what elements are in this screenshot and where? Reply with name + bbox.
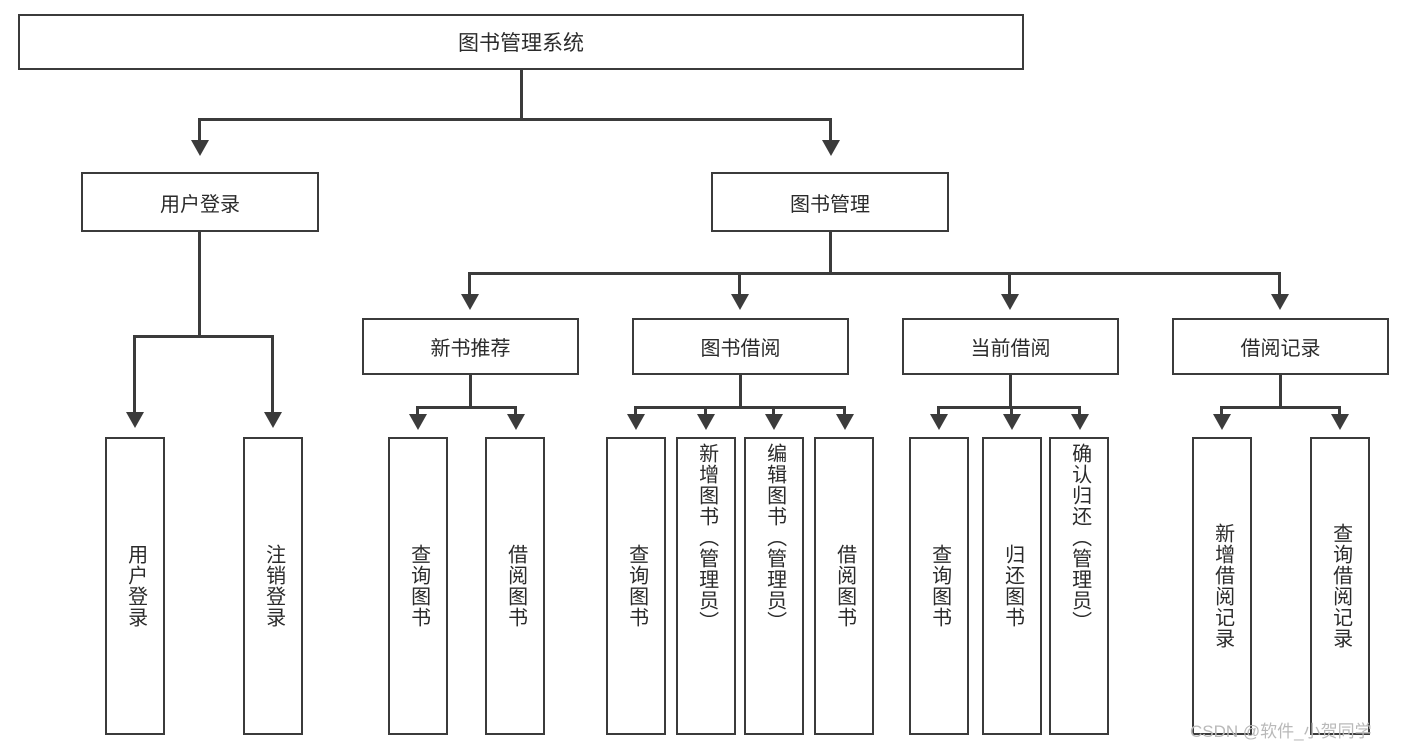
- leaf-add-book-admin-label: 新增图书（管理员）: [695, 443, 718, 632]
- arrow-root-to-login: [191, 140, 209, 156]
- leaf-add-book-admin[interactable]: 新增图书（管理员）: [676, 437, 736, 735]
- connector-bookmgmt-stem: [829, 232, 832, 274]
- connector-root-bus: [198, 118, 831, 121]
- leaf-confirm-return-admin-label: 确认归还（管理员）: [1068, 443, 1091, 632]
- connector-current-drop-2: [1010, 406, 1013, 418]
- node-book-borrow-label: 图书借阅: [700, 338, 781, 360]
- connector-newbook-bus: [416, 406, 517, 409]
- arrow-record-leaf-2: [1331, 414, 1349, 430]
- node-root-label: 图书管理系统: [458, 32, 584, 55]
- connector-current-drop-3: [1078, 406, 1081, 418]
- arrow-borrow-leaf-2: [697, 414, 715, 430]
- arrow-record-leaf-1: [1213, 414, 1231, 430]
- connector-bookmgmt-drop-2: [738, 272, 741, 297]
- connector-current-bus: [937, 406, 1081, 409]
- leaf-borrow-book-label: 借阅图书: [833, 544, 856, 628]
- leaf-edit-book-admin-label: 编辑图书（管理员）: [763, 443, 786, 632]
- leaf-return-book[interactable]: 归还图书: [982, 437, 1042, 735]
- connector-root-to-bookmgmt: [829, 118, 832, 143]
- leaf-user-login[interactable]: 用户登录: [105, 437, 165, 735]
- leaf-confirm-return-admin[interactable]: 确认归还（管理员）: [1049, 437, 1109, 735]
- leaf-add-borrow-record-label: 新增借阅记录: [1211, 523, 1234, 649]
- leaf-query-book-borrow-label: 查询图书: [625, 544, 648, 628]
- leaf-query-book-current-label: 查询图书: [928, 544, 951, 628]
- arrow-login-leaf-1: [126, 412, 144, 428]
- connector-newbook-drop-1: [416, 406, 419, 418]
- connector-bookmgmt-bus: [468, 272, 1280, 275]
- leaf-query-book-recommend-label: 查询图书: [407, 544, 430, 628]
- leaf-borrow-book-recommend-label: 借阅图书: [504, 544, 527, 628]
- node-current-borrow[interactable]: 当前借阅: [902, 318, 1119, 375]
- arrow-bookmgmt-child-1: [461, 294, 479, 310]
- arrow-borrow-leaf-3: [765, 414, 783, 430]
- node-borrow-record-label: 借阅记录: [1240, 338, 1321, 360]
- connector-newbook-stem: [469, 375, 472, 408]
- connector-borrow-bus: [634, 406, 846, 409]
- connector-record-drop-2: [1338, 406, 1341, 418]
- connector-login-drop-2: [271, 335, 274, 415]
- leaf-user-login-label: 用户登录: [124, 544, 147, 628]
- csdn-watermark: CSDN @软件_小贺同学: [1190, 722, 1372, 741]
- node-root[interactable]: 图书管理系统: [18, 14, 1024, 70]
- connector-root-to-login: [198, 118, 201, 143]
- arrow-current-leaf-1: [930, 414, 948, 430]
- leaf-return-book-label: 归还图书: [1001, 544, 1024, 628]
- arrow-login-leaf-2: [264, 412, 282, 428]
- connector-login-drop-1: [133, 335, 136, 415]
- arrow-borrow-leaf-4: [836, 414, 854, 430]
- connector-current-drop-1: [937, 406, 940, 418]
- arrow-bookmgmt-child-3: [1001, 294, 1019, 310]
- arrow-current-leaf-2: [1003, 414, 1021, 430]
- leaf-query-borrow-record[interactable]: 查询借阅记录: [1310, 437, 1370, 735]
- arrow-bookmgmt-child-2: [731, 294, 749, 310]
- arrow-bookmgmt-child-4: [1271, 294, 1289, 310]
- connector-borrow-drop-4: [843, 406, 846, 418]
- node-book-management[interactable]: 图书管理: [711, 172, 949, 232]
- arrow-newbook-leaf-1: [409, 414, 427, 430]
- leaf-query-book-borrow[interactable]: 查询图书: [606, 437, 666, 735]
- arrow-borrow-leaf-1: [627, 414, 645, 430]
- connector-borrow-drop-3: [772, 406, 775, 418]
- node-user-login[interactable]: 用户登录: [81, 172, 319, 232]
- connector-login-stem: [198, 232, 201, 337]
- leaf-borrow-book[interactable]: 借阅图书: [814, 437, 874, 735]
- arrow-newbook-leaf-2: [507, 414, 525, 430]
- connector-bookmgmt-drop-1: [468, 272, 471, 297]
- leaf-query-book-current[interactable]: 查询图书: [909, 437, 969, 735]
- arrow-root-to-bookmgmt: [822, 140, 840, 156]
- leaf-edit-book-admin[interactable]: 编辑图书（管理员）: [744, 437, 804, 735]
- connector-newbook-drop-2: [514, 406, 517, 418]
- node-current-borrow-label: 当前借阅: [970, 338, 1051, 360]
- leaf-logout-label: 注销登录: [262, 544, 285, 628]
- leaf-logout[interactable]: 注销登录: [243, 437, 303, 735]
- connector-borrow-stem: [739, 375, 742, 408]
- node-new-book-recommend[interactable]: 新书推荐: [362, 318, 579, 375]
- connector-root-stem: [520, 70, 523, 120]
- node-user-login-label: 用户登录: [160, 193, 240, 216]
- node-book-management-label: 图书管理: [790, 193, 870, 216]
- leaf-add-borrow-record[interactable]: 新增借阅记录: [1192, 437, 1252, 735]
- node-borrow-record[interactable]: 借阅记录: [1172, 318, 1389, 375]
- leaf-query-borrow-record-label: 查询借阅记录: [1329, 523, 1352, 649]
- connector-current-stem: [1009, 375, 1012, 408]
- connector-login-bus: [133, 335, 271, 338]
- connector-bookmgmt-drop-4: [1278, 272, 1281, 297]
- arrow-current-leaf-3: [1071, 414, 1089, 430]
- connector-record-drop-1: [1220, 406, 1223, 418]
- node-book-borrow[interactable]: 图书借阅: [632, 318, 849, 375]
- connector-record-stem: [1279, 375, 1282, 408]
- connector-bookmgmt-drop-3: [1008, 272, 1011, 297]
- node-new-book-recommend-label: 新书推荐: [430, 338, 511, 360]
- connector-borrow-drop-1: [634, 406, 637, 418]
- connector-borrow-drop-2: [704, 406, 707, 418]
- connector-record-bus: [1220, 406, 1341, 409]
- leaf-borrow-book-recommend[interactable]: 借阅图书: [485, 437, 545, 735]
- leaf-query-book-recommend[interactable]: 查询图书: [388, 437, 448, 735]
